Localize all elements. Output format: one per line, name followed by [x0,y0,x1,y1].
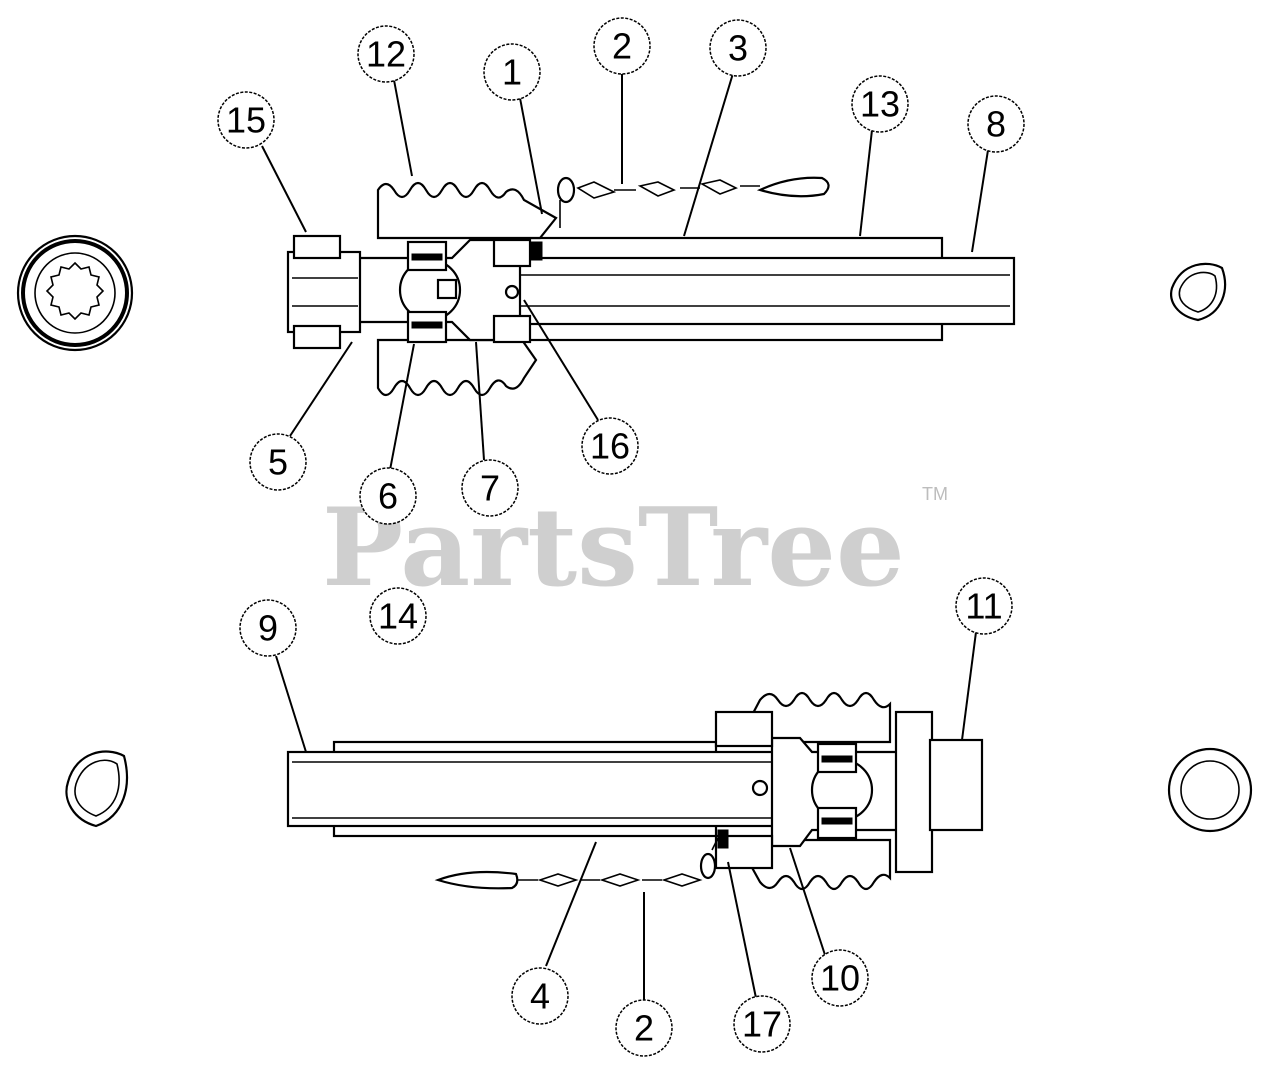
callout-13: 13 [851,75,909,133]
leader-lines [261,69,989,1002]
callout-7-label: 7 [480,468,500,509]
callout-7: 7 [461,459,519,517]
callout-15-label: 15 [226,100,266,141]
callout-10: 10 [811,949,869,1007]
callout-1: 1 [483,43,541,101]
callout-3: 3 [709,19,767,77]
lemon-tube-end-view-right-top [1170,262,1227,322]
callout-17-label: 17 [742,1004,782,1045]
callout-5: 5 [249,433,307,491]
callout-2-top: 2 [593,17,651,75]
callout-16-label: 16 [590,426,630,467]
callout-6: 6 [359,467,417,525]
callout-4: 4 [511,967,569,1025]
callout-11: 11 [955,577,1013,635]
callout-12: 12 [357,25,415,83]
callout-3-label: 3 [728,28,748,69]
callout-2-bottom-label: 2 [634,1008,654,1049]
callout-11-label: 11 [965,586,1002,627]
callout-12-label: 12 [366,34,406,75]
callout-16: 16 [581,417,639,475]
callout-5-label: 5 [268,442,288,483]
round-tube-end-view [1167,747,1253,833]
callout-8: 8 [967,95,1025,153]
callout-1-label: 1 [502,52,522,93]
callout-2-bottom: 2 [615,999,673,1057]
callout-17: 17 [733,995,791,1053]
callout-6-label: 6 [378,476,398,517]
callout-9-label: 9 [258,608,278,649]
watermark-tm: TM [922,484,948,504]
callout-10-label: 10 [820,958,860,999]
top-driveline-assembly [286,176,1016,397]
lemon-tube-end-view-left-bottom [65,750,128,828]
callout-8-label: 8 [986,104,1006,145]
callout-9: 9 [239,599,297,657]
watermark: PartsTree [322,485,905,611]
callout-13-label: 13 [860,84,900,125]
callout-14-label: 14 [378,596,418,637]
callout-15: 15 [217,91,275,149]
callout-2-top-label: 2 [612,26,632,67]
bottom-driveline-assembly [286,691,984,891]
splined-end-view [16,234,134,352]
callout-4-label: 4 [530,976,550,1017]
callout-14: 14 [369,587,427,645]
